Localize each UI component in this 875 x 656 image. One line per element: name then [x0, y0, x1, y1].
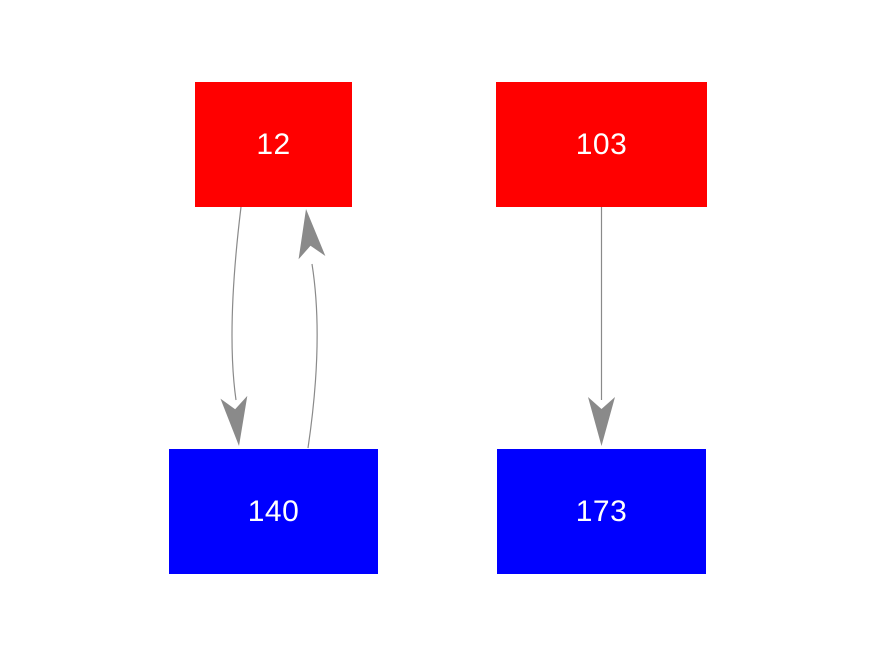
- edge-140-12-line: [307, 263, 318, 449]
- edge-140-12-arrowhead-icon: [298, 209, 326, 260]
- node-173: 173: [497, 449, 706, 574]
- node-103-label: 103: [575, 127, 628, 161]
- node-140-label: 140: [247, 494, 300, 528]
- edge-12-140-line: [231, 206, 242, 401]
- node-12-label: 12: [256, 127, 291, 161]
- node-12: 12: [195, 82, 352, 207]
- edge-103-173-arrowhead-icon: [588, 397, 615, 446]
- edge-12-140-arrowhead-icon: [220, 395, 248, 446]
- node-103: 103: [496, 82, 707, 207]
- node-140: 140: [169, 449, 378, 574]
- node-173-label: 173: [575, 494, 628, 528]
